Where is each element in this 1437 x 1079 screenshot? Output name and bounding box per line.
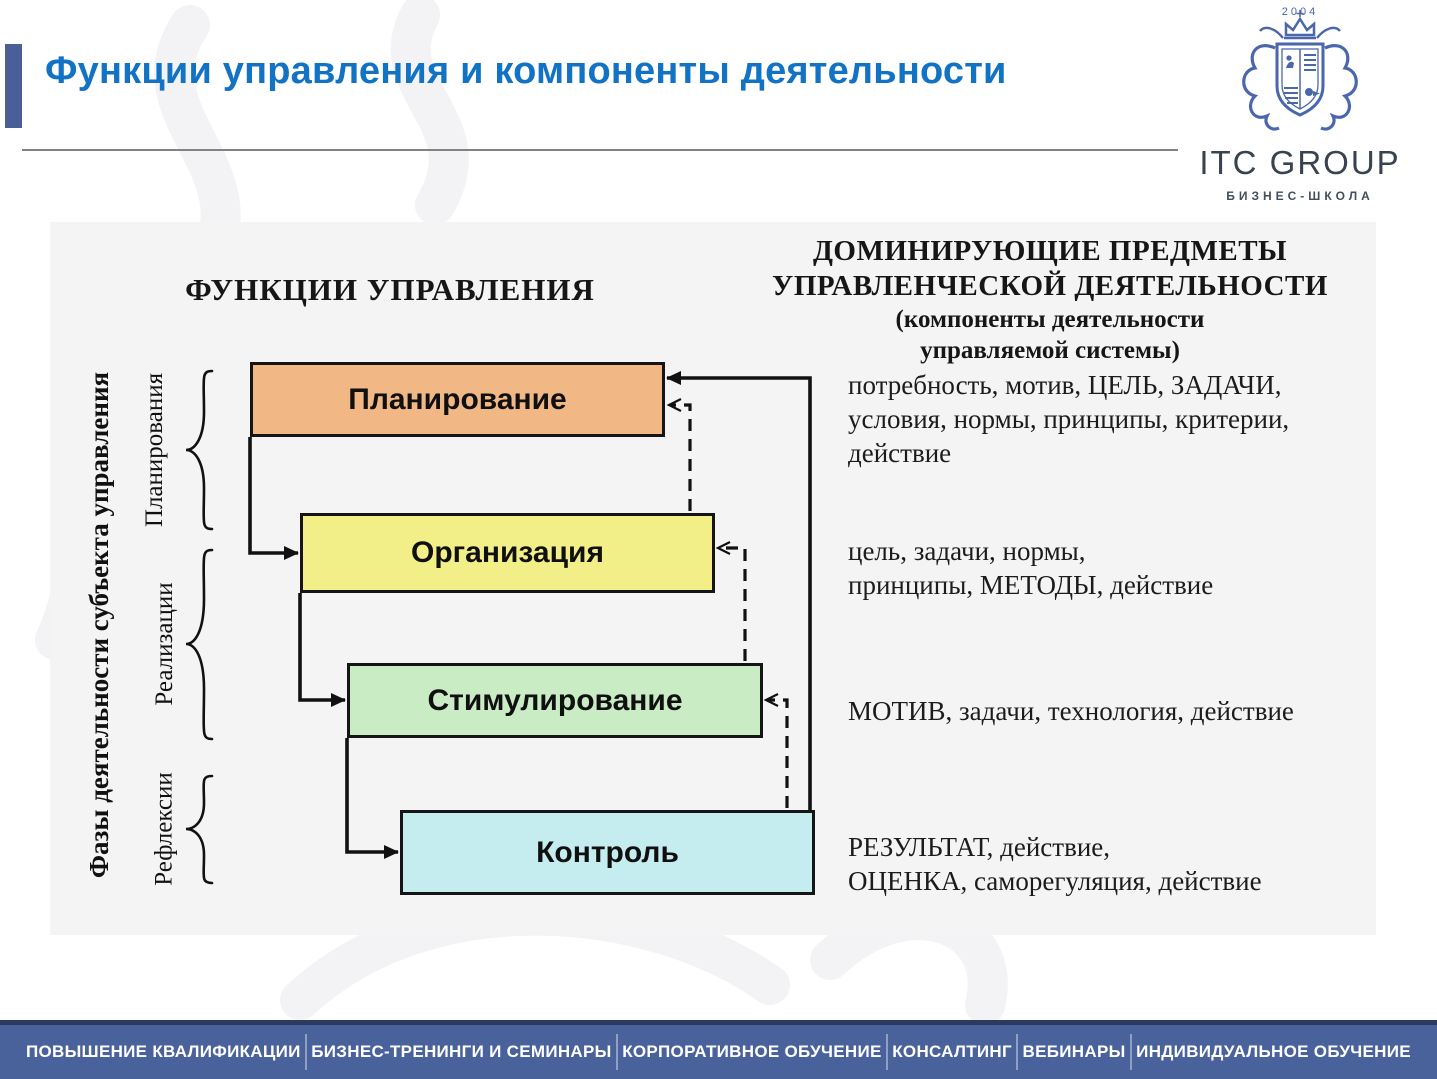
components-line: потребность, мотив, ЦЕЛЬ, ЗАДАЧИ, bbox=[848, 370, 1282, 400]
components-line: принципы, МЕТОДЫ, действие bbox=[848, 570, 1214, 600]
footer-items: ПОВЫШЕНИЕ КВАЛИФИКАЦИИ БИЗНЕС-ТРЕНИНГИ И… bbox=[0, 1025, 1437, 1079]
footer-item: БИЗНЕС-ТРЕНИНГИ И СЕМИНАРЫ bbox=[311, 1042, 612, 1061]
box-organization: Организация bbox=[300, 513, 715, 593]
components-line: МОТИВ, задачи, технология, действие bbox=[848, 696, 1294, 726]
components-heading-line: ДОМИНИРУЮЩИЕ ПРЕДМЕТЫ bbox=[812, 235, 1288, 267]
components-line: условия, нормы, принципы, критерии, bbox=[848, 404, 1290, 434]
phase-label-planning: Планирования bbox=[141, 372, 168, 528]
components-line: цель, задачи, нормы, bbox=[848, 536, 1086, 566]
logo-crest-icon: 2004 bbox=[1242, 6, 1358, 131]
components-line: ОЦЕНКА, саморегуляция, действие bbox=[848, 866, 1262, 896]
box-control: Контроль bbox=[400, 810, 815, 895]
brace-planning bbox=[185, 369, 214, 531]
box-stimulation-label: Стимулирование bbox=[427, 683, 683, 717]
phase-label-realization: Реализации bbox=[151, 582, 178, 706]
components-planning: потребность, мотив, ЦЕЛЬ, ЗАДАЧИ, услови… bbox=[848, 368, 1289, 470]
footer-separator bbox=[304, 1034, 307, 1070]
components-stimulation: МОТИВ, задачи, технология, действие bbox=[848, 694, 1294, 728]
components-heading-line: управляемой системы) bbox=[920, 337, 1180, 364]
components-heading-line: УПРАВЛЕНЧЕСКОЙ ДЕЯТЕЛЬНОСТИ bbox=[772, 270, 1328, 302]
footer-item: КОРПОРАТИВНОЕ ОБУЧЕНИЕ bbox=[622, 1042, 882, 1061]
box-planning: Планирование bbox=[250, 362, 665, 437]
footer-separator bbox=[1129, 1034, 1132, 1070]
box-planning-label: Планирование bbox=[348, 382, 567, 416]
footer-separator bbox=[615, 1034, 618, 1070]
functions-heading: ФУНКЦИИ УПРАВЛЕНИЯ bbox=[185, 272, 595, 307]
page-title: Функции управления и компоненты деятельн… bbox=[45, 50, 1007, 92]
connector-arrows bbox=[248, 371, 812, 859]
title-divider bbox=[22, 149, 1178, 151]
footer-item: ВЕБИНАРЫ bbox=[1022, 1042, 1126, 1061]
logo-subtitle: БИЗНЕС-ШКОЛА bbox=[1226, 189, 1374, 203]
logo: 2004 ITC GROUP БИЗНЕС-ШКОЛА bbox=[1190, 4, 1410, 203]
footer-item: ИНДИВИДУАЛЬНОЕ ОБУЧЕНИЕ bbox=[1136, 1042, 1411, 1061]
title-accent-bar bbox=[5, 44, 22, 128]
components-line: действие bbox=[848, 438, 952, 468]
box-control-label: Контроль bbox=[536, 835, 679, 869]
footer-separator bbox=[1016, 1034, 1019, 1070]
logo-year: 2004 bbox=[1282, 6, 1318, 18]
components-heading: ДОМИНИРУЮЩИЕ ПРЕДМЕТЫ УПРАВЛЕНЧЕСКОЙ ДЕЯ… bbox=[720, 234, 1380, 366]
components-organization: цель, задачи, нормы, принципы, МЕТОДЫ, д… bbox=[848, 534, 1213, 602]
logo-name: ITC GROUP bbox=[1199, 144, 1401, 181]
components-line: РЕЗУЛЬТАТ, действие, bbox=[848, 832, 1110, 862]
phase-label-reflection: Рефлексии bbox=[150, 772, 178, 886]
diagram-panel: ФУНКЦИИ УПРАВЛЕНИЯ ДОМИНИРУЮЩИЕ ПРЕДМЕТЫ… bbox=[50, 222, 1376, 935]
brace-reflection bbox=[185, 774, 214, 885]
footer-bar: ПОВЫШЕНИЕ КВАЛИФИКАЦИИ БИЗНЕС-ТРЕНИНГИ И… bbox=[0, 1020, 1437, 1079]
components-control: РЕЗУЛЬТАТ, действие, ОЦЕНКА, саморегуляц… bbox=[848, 830, 1262, 898]
components-heading-line: (компоненты деятельности bbox=[895, 306, 1205, 333]
footer-separator bbox=[885, 1034, 888, 1070]
box-stimulation: Стимулирование bbox=[347, 663, 763, 738]
footer-item: ПОВЫШЕНИЕ КВАЛИФИКАЦИИ bbox=[26, 1042, 301, 1061]
footer-top-strip bbox=[0, 1020, 1437, 1025]
brace-realization bbox=[185, 548, 214, 741]
footer-item: КОНСАЛТИНГ bbox=[892, 1042, 1012, 1061]
phases-axis-label: Фазы деятельности субъекта управления bbox=[84, 371, 114, 879]
box-organization-label: Организация bbox=[411, 536, 604, 569]
